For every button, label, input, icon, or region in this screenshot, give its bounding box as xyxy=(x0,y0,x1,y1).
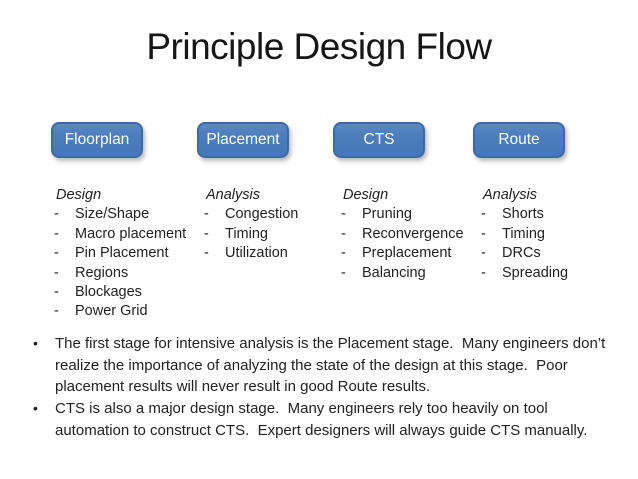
dash-marker: - xyxy=(341,225,346,242)
list-item: -Macro placement xyxy=(54,225,186,244)
list-item: -Timing xyxy=(204,225,298,244)
dash-marker: - xyxy=(54,264,59,281)
stage-label-placement: Placement xyxy=(206,131,280,148)
list-item-label: Timing xyxy=(225,225,268,242)
column-header: Design xyxy=(343,187,389,203)
list-item-label: Congestion xyxy=(225,206,299,223)
column-route-analysis: Analysis -Shorts -Timing -DRCs -Spreadin… xyxy=(481,186,568,283)
dash-marker: - xyxy=(481,206,486,223)
note-line: automation to construct CTS. Expert desi… xyxy=(55,421,588,439)
slide-title: Principle Design Flow xyxy=(146,26,492,67)
list-item: -Power Grid xyxy=(54,302,186,321)
column-cts-design: Design -Pruning -Reconvergence -Preplace… xyxy=(341,186,464,283)
list-item-label: Regions xyxy=(75,264,129,281)
list-item: -Spreading xyxy=(481,264,568,283)
dash-marker: - xyxy=(204,225,209,242)
list-item: -Shorts xyxy=(481,205,568,224)
list-item: -Timing xyxy=(481,225,568,244)
dash-marker: - xyxy=(204,245,209,262)
list-item-label: Macro placement xyxy=(75,225,187,242)
list-item-label: Blockages xyxy=(75,284,142,301)
list-item-label: Shorts xyxy=(502,206,544,223)
dash-marker: - xyxy=(54,245,59,262)
stage-box-floorplan: Floorplan xyxy=(51,122,143,158)
list-item: -Balancing xyxy=(341,264,464,283)
list-item-label: Preplacement xyxy=(362,245,452,262)
list-item: -Reconvergence xyxy=(341,225,464,244)
list-item-label: Power Grid xyxy=(75,303,148,320)
list-item: -Blockages xyxy=(54,283,186,302)
dash-marker: - xyxy=(481,225,486,242)
dash-marker: - xyxy=(341,264,346,281)
list-item: -Pin Placement xyxy=(54,244,186,263)
list-item: -Pruning xyxy=(341,205,464,224)
list-item: -Regions xyxy=(54,264,186,283)
dash-marker: - xyxy=(204,206,209,223)
stage-label-route: Route xyxy=(498,131,540,148)
stage-box-placement: Placement xyxy=(197,122,289,158)
dash-marker: - xyxy=(54,225,59,242)
note-line: realize the importance of analyzing the … xyxy=(55,356,568,374)
stage-box-cts: CTS xyxy=(333,122,425,158)
note-line: placement results will never result in g… xyxy=(55,378,431,395)
list-item-label: Pruning xyxy=(362,206,412,223)
note-paragraph-cts: • CTS is also a major design stage. Many… xyxy=(33,398,623,441)
dash-marker: - xyxy=(481,245,486,262)
list-item-label: Utilization xyxy=(225,245,288,262)
note-text: CTS is also a major design stage. Many e… xyxy=(55,398,623,441)
list-item-label: Balancing xyxy=(362,264,426,281)
stage-label-cts: CTS xyxy=(363,131,395,148)
list-item-label: Size/Shape xyxy=(75,206,150,223)
list-item-label: Spreading xyxy=(502,264,569,281)
note-paragraph-placement: • The first stage for intensive analysis… xyxy=(33,333,623,398)
dash-marker: - xyxy=(341,206,346,223)
column-placement-analysis: Analysis -Congestion -Timing -Utilizatio… xyxy=(204,186,298,264)
list-item: -Preplacement xyxy=(341,244,464,263)
dash-marker: - xyxy=(54,303,59,320)
bullet-marker: • xyxy=(33,400,38,416)
list-item-label: Timing xyxy=(502,225,545,242)
stage-label-floorplan: Floorplan xyxy=(64,131,130,148)
list-item-label: DRCs xyxy=(502,245,541,262)
note-line: CTS is also a major design stage. Many e… xyxy=(55,400,548,417)
note-text: The first stage for intensive analysis i… xyxy=(55,333,623,398)
column-floorplan-design: Design -Size/Shape -Macro placement -Pin… xyxy=(54,186,186,322)
list-item: -Size/Shape xyxy=(54,205,186,224)
list-item-label: Reconvergence xyxy=(362,225,464,242)
dash-marker: - xyxy=(54,206,59,223)
dash-marker: - xyxy=(481,264,486,281)
bullet-marker: • xyxy=(33,335,38,351)
list-item: -DRCs xyxy=(481,244,568,263)
dash-marker: - xyxy=(54,284,59,301)
column-header: Analysis xyxy=(206,187,260,203)
note-line: The first stage for intensive analysis i… xyxy=(55,335,606,352)
column-header: Analysis xyxy=(483,187,537,203)
stage-box-route: Route xyxy=(473,122,565,158)
column-header: Design xyxy=(56,187,102,203)
list-item: -Congestion xyxy=(204,205,298,224)
list-item-label: Pin Placement xyxy=(75,245,169,262)
dash-marker: - xyxy=(341,245,346,262)
list-item: -Utilization xyxy=(204,244,298,263)
